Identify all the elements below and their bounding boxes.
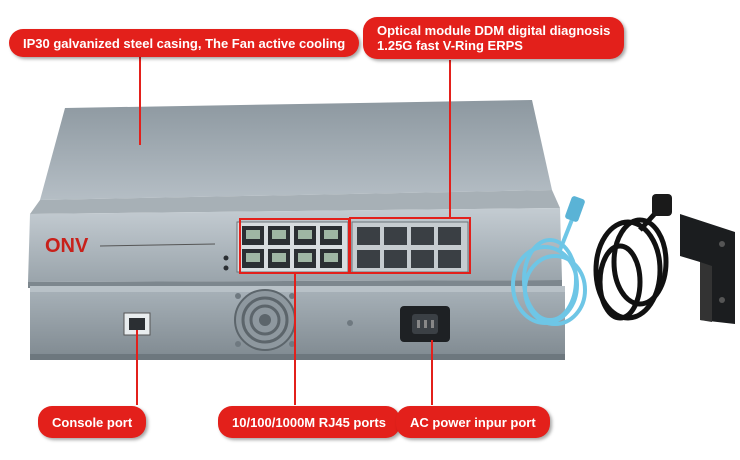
callout-ac-power-text: AC power inpur port	[410, 414, 536, 430]
switch-rear-panel	[30, 286, 565, 360]
callout-rj45-ports-text: 10/100/1000M RJ45 ports	[232, 414, 386, 430]
callout-optical-line1: Optical module DDM digital diagnosis	[377, 23, 611, 38]
callout-optical: Optical module DDM digital diagnosis 1.2…	[363, 17, 625, 59]
db9-connector	[565, 196, 585, 222]
console-port	[123, 312, 151, 336]
rj45-port-block	[236, 221, 349, 273]
mounting-bracket	[680, 214, 735, 324]
cooling-fan	[234, 289, 296, 351]
model-text-strip	[99, 243, 216, 247]
callout-console-port: Console port	[38, 406, 147, 438]
power-cord	[593, 206, 669, 321]
callout-optical-line2: 1.25G fast V-Ring ERPS	[377, 38, 523, 53]
callout-casing-text: IP30 galvanized steel casing, The Fan ac…	[23, 35, 346, 51]
ac-power-inlet	[400, 306, 450, 342]
switch-top-casing	[30, 100, 560, 214]
callout-ac-power: AC power inpur port	[396, 406, 550, 438]
status-leds	[223, 255, 229, 271]
callout-console-port-text: Console port	[52, 414, 133, 430]
sfp-port-block	[351, 221, 469, 273]
brand-logo: ONV	[45, 235, 89, 257]
power-plug	[652, 194, 672, 216]
callout-casing: IP30 galvanized steel casing, The Fan ac…	[9, 29, 360, 57]
console-cable	[511, 211, 587, 326]
callout-leader-lines	[136, 56, 471, 405]
callout-rj45-ports: 10/100/1000M RJ45 ports	[218, 406, 400, 438]
rear-screws	[235, 293, 353, 347]
